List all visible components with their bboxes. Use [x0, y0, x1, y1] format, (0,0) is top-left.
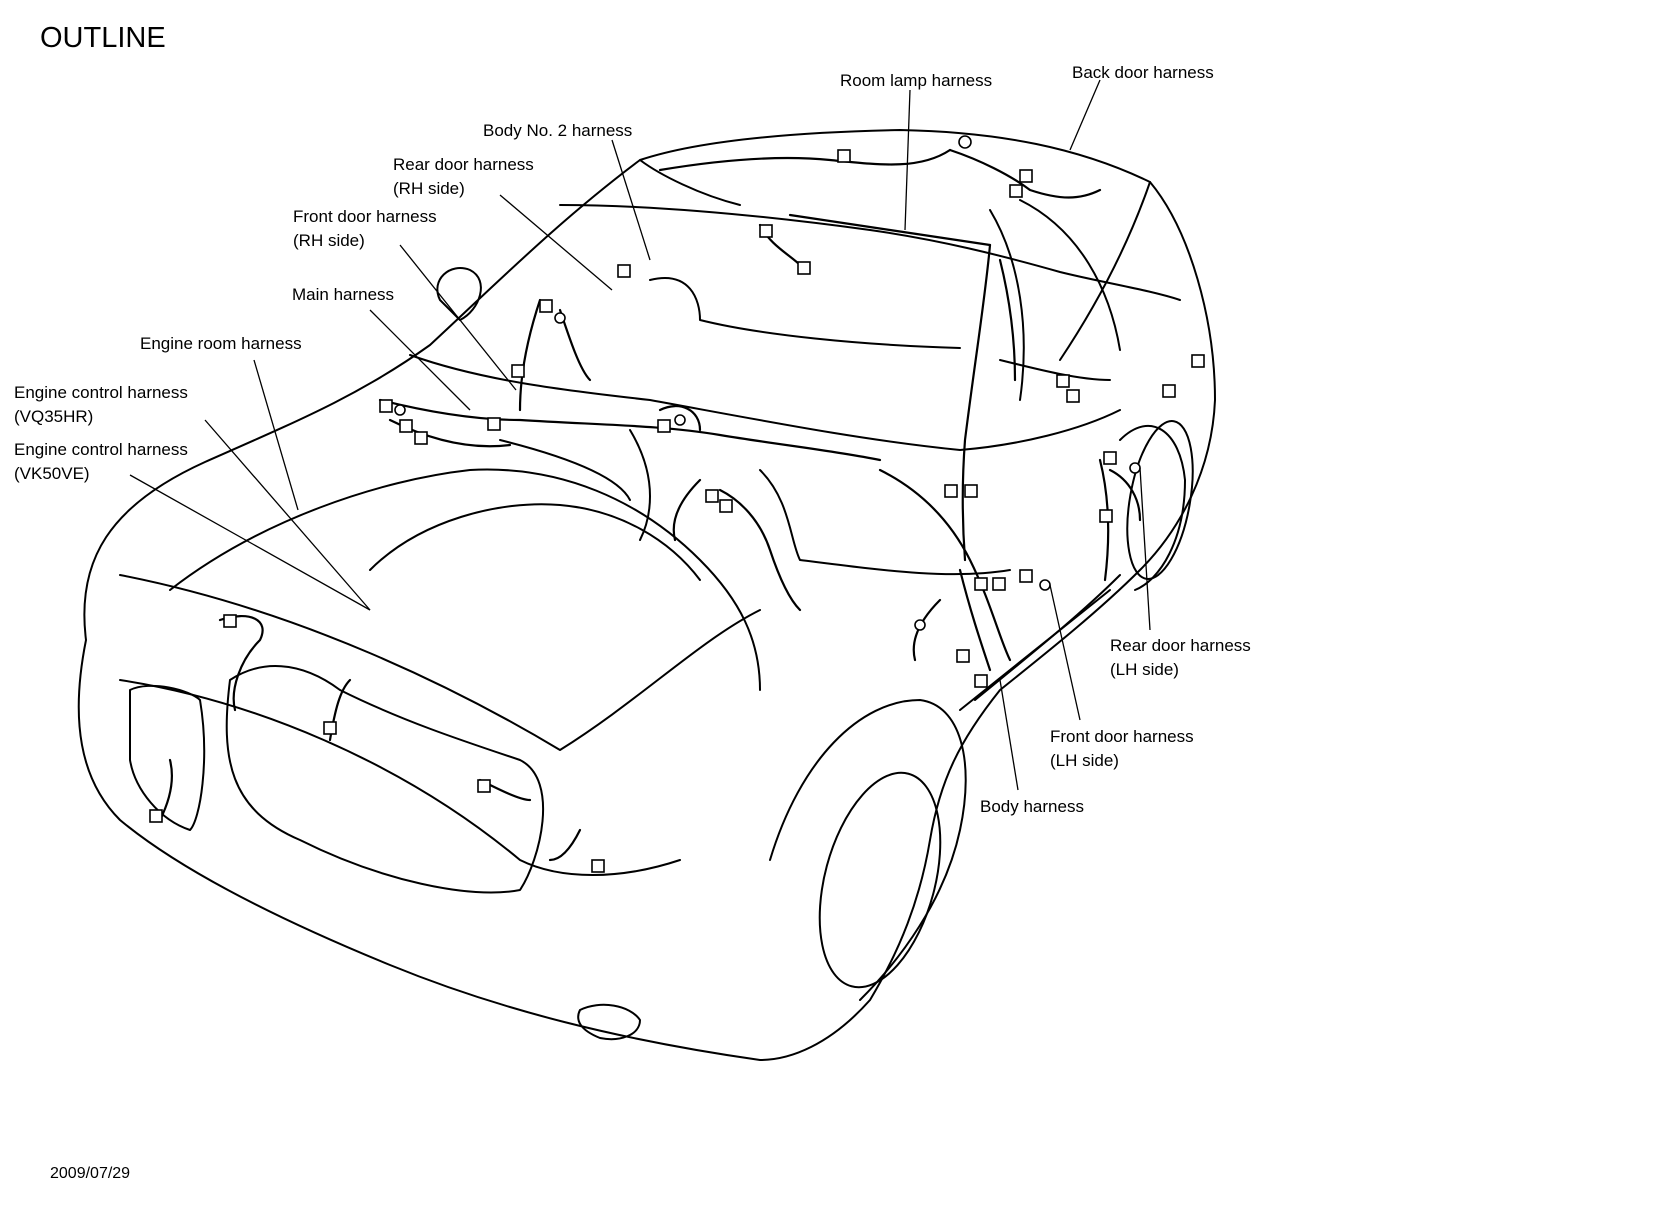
label-room-lamp-harness: Room lamp harness: [840, 71, 992, 90]
label-engine-control-harness-vk50ve: (VK50VE): [14, 464, 90, 483]
label-engine-room-harness: Engine room harness: [140, 334, 302, 353]
label-front-door-harness-lh-side: (LH side): [1050, 751, 1119, 770]
label-rear-door-harness-rh: Rear door harness: [393, 155, 534, 174]
harness-connectors: [149, 135, 1205, 873]
label-front-door-harness-lh: Front door harness: [1050, 727, 1194, 746]
label-back-door-harness: Back door harness: [1072, 63, 1214, 82]
label-front-door-harness-rh: Front door harness: [293, 207, 437, 226]
label-rear-door-harness-lh: Rear door harness: [1110, 636, 1251, 655]
label-rear-door-harness-rh-side: (RH side): [393, 179, 465, 198]
revision-date: 2009/07/29: [50, 1165, 130, 1182]
page-title: OUTLINE: [40, 22, 166, 54]
vehicle-outline: [77, 129, 1216, 1061]
label-engine-control-harness-vq: Engine control harness: [14, 383, 188, 402]
harness-labels: Room lamp harness Back door harness Body…: [14, 63, 1251, 816]
label-engine-control-harness-vk: Engine control harness: [14, 440, 188, 459]
label-rear-door-harness-lh-side: (LH side): [1110, 660, 1179, 679]
label-engine-control-harness-vq35hr: (VQ35HR): [14, 407, 93, 426]
label-body-harness: Body harness: [980, 797, 1084, 816]
label-main-harness: Main harness: [292, 285, 394, 304]
leader-lines: [129, 79, 1151, 791]
label-body-no2-harness: Body No. 2 harness: [483, 121, 632, 140]
label-front-door-harness-rh-side: (RH side): [293, 231, 365, 250]
